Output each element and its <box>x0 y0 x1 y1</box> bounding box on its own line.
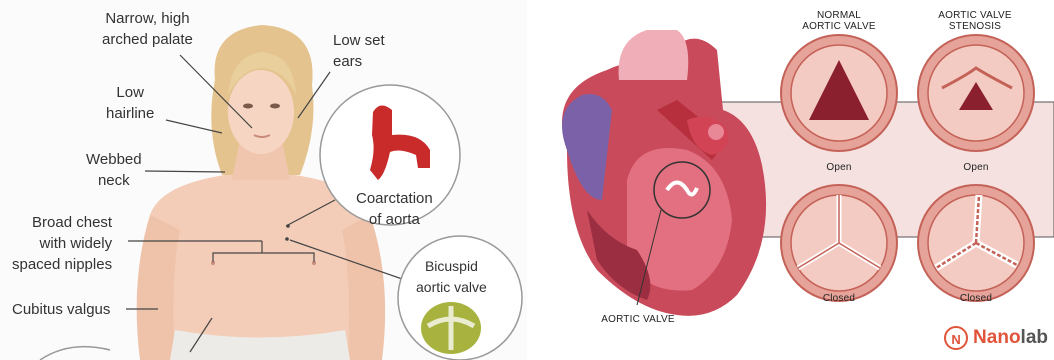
label-low-hairline: Low hairline <box>106 82 154 124</box>
label-narrow-palate: Narrow, high arched palate <box>102 8 193 50</box>
stenosis-valve-closed <box>918 185 1034 301</box>
label-aortic-valve: AORTIC VALVE <box>593 314 683 325</box>
aortic-valve-illustration: NORMAL AORTIC VALVE AORTIC VALVE STENOSI… <box>527 0 1054 360</box>
header-stenosis-valve: AORTIC VALVE STENOSIS <box>925 10 1025 32</box>
label-bicuspid: Bicuspid aortic valve <box>416 256 487 298</box>
label-broad-chest: Broad chest with widely spaced nipples <box>12 212 112 275</box>
normal-valve-closed <box>781 185 897 301</box>
label-stenosis-closed: Closed <box>946 293 1006 304</box>
label-normal-open: Open <box>809 162 869 173</box>
normal-valve-open <box>781 35 897 151</box>
label-coarctation: Coarctation of aorta <box>356 188 433 230</box>
label-normal-closed: Closed <box>809 293 869 304</box>
heart-and-valves <box>527 0 1054 360</box>
turner-syndrome-illustration: Narrow, high arched palate Low set ears … <box>0 0 527 360</box>
stenosis-valve-open <box>918 35 1034 151</box>
label-stenosis-open: Open <box>946 162 1006 173</box>
label-cubitus-valgus: Cubitus valgus <box>12 299 110 320</box>
brand-text-lab: lab <box>1021 327 1048 348</box>
header-normal-valve: NORMAL AORTIC VALVE <box>789 10 889 32</box>
heart-icon <box>562 30 766 316</box>
label-low-set-ears: Low set ears <box>333 30 385 72</box>
nanolab-logo-icon: N <box>944 326 968 350</box>
brand-text-nano: Nano <box>973 327 1021 348</box>
nanolab-logo: N Nanolab <box>944 326 1048 350</box>
label-webbed-neck: Webbed neck <box>86 149 142 191</box>
